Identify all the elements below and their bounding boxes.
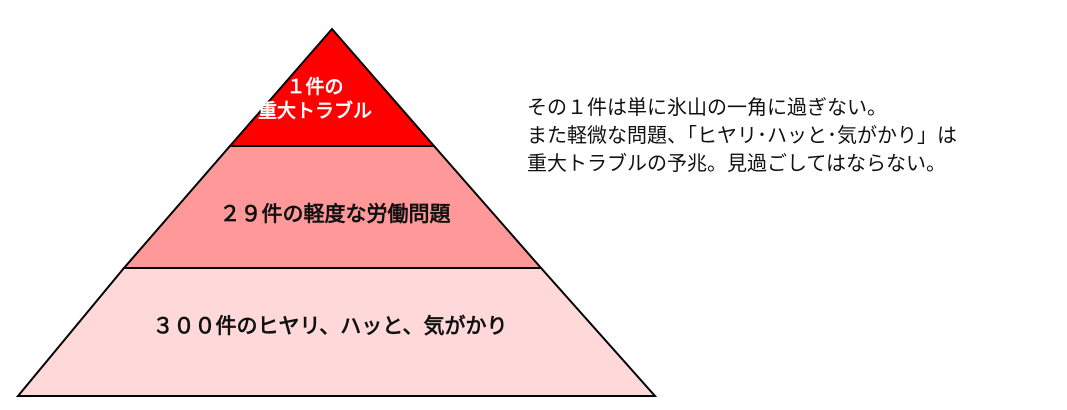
note-line-3: 重大トラブルの予兆。見過ごしてはならない。 [527,151,946,175]
note-line-1: その１件は単に氷山の一角に過ぎない。 [527,95,887,119]
pyramid-tier-top [227,27,437,147]
pyramid-top-label: １件の 重大トラブル [235,75,395,123]
explanation-note: その１件は単に氷山の一角に過ぎない。 また軽微な問題、「ヒヤリ･ハッと･気がかり… [527,93,1047,177]
pyramid-top-label-line2: 重大トラブル [257,100,372,122]
pyramid-middle-label: ２９件の軽度な労働問題 [219,202,451,226]
pyramid-top-label-line1: １件の [286,76,344,98]
pyramid-diagram [15,27,658,397]
pyramid-bottom-label: ３００件のヒヤリ、ハッと、気がかり [152,314,508,338]
note-line-2: また軽微な問題、「ヒヤリ･ハッと･気がかり」は [527,123,957,147]
